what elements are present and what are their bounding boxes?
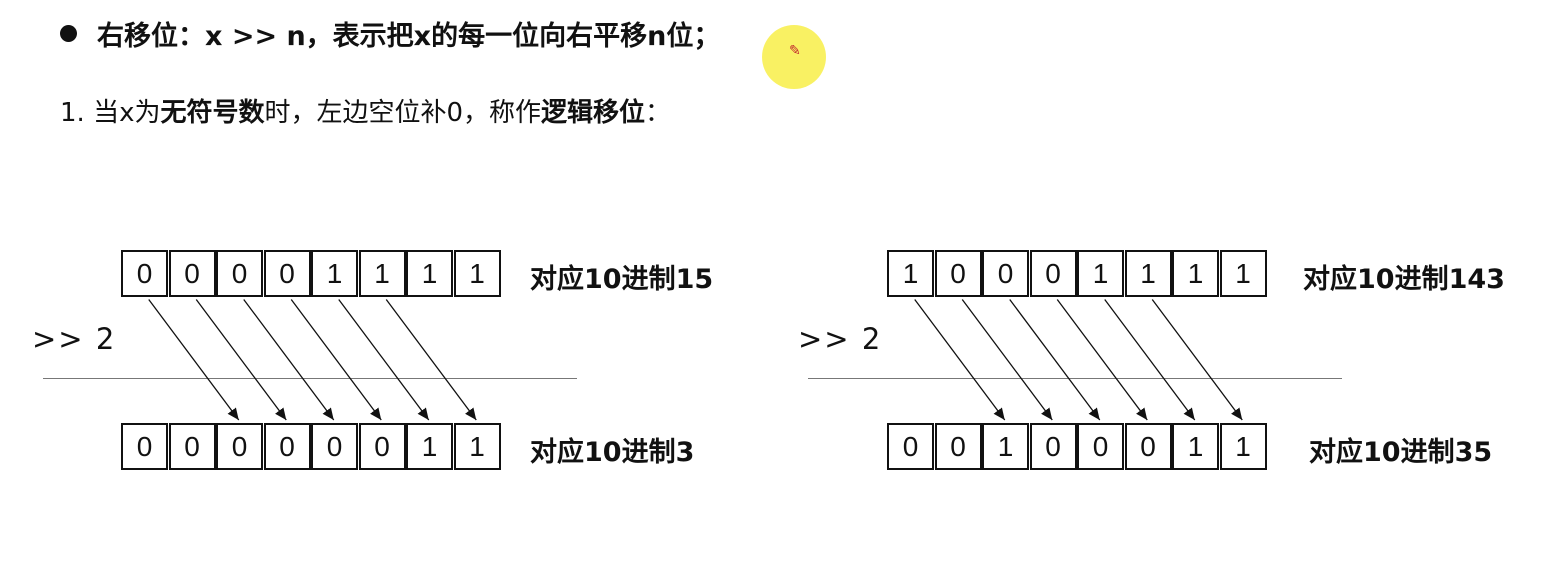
bottom-bit-cell: 0 — [1077, 423, 1124, 470]
bottom-bit-cell: 1 — [1172, 423, 1219, 470]
heading: 右移位：x >> n，表示把x的每一位向右平移n位； — [60, 14, 720, 53]
bottom-bit-cell: 0 — [216, 423, 263, 470]
top-bit-cell: 0 — [1029, 250, 1077, 297]
top-bit-cell: 1 — [406, 250, 453, 297]
top-bit-cell: 1 — [1172, 250, 1219, 297]
item-bold-unsigned: 无符号数 — [160, 98, 265, 128]
shift-arrow — [195, 299, 287, 421]
bottom-decimal-label: 对应10进制35 — [1309, 437, 1493, 468]
shift-arrow — [385, 299, 477, 421]
bottom-bit-cell: 0 — [311, 423, 358, 470]
item-middle: 时，左边空位补0，称作 — [264, 98, 542, 128]
shift-arrow — [1009, 299, 1101, 421]
top-decimal-label: 对应10进制143 — [1303, 264, 1505, 295]
bottom-bit-cell: 1 — [453, 423, 501, 470]
bottom-bit-cell: 0 — [263, 423, 311, 470]
separator-line — [808, 378, 1342, 379]
shift-arrow — [338, 299, 430, 421]
item-bold-logical-shift: 逻辑移位 — [541, 98, 646, 128]
shift-arrow — [1151, 299, 1243, 421]
bottom-bit-cell: 0 — [358, 423, 406, 470]
shift-arrow — [1056, 299, 1148, 421]
shift-arrow — [914, 299, 1006, 421]
bottom-bit-cell: 0 — [121, 423, 168, 470]
top-bit-cell: 0 — [934, 250, 982, 297]
shift-operator-label: >> 2 — [798, 322, 883, 356]
bottom-bit-cell: 0 — [887, 423, 934, 470]
bottom-bit-cell: 0 — [934, 423, 982, 470]
item-suffix: ： — [645, 98, 672, 128]
top-bit-cell: 1 — [1124, 250, 1172, 297]
bottom-bit-cell: 1 — [982, 423, 1029, 470]
shift-arrow — [148, 299, 240, 421]
top-bit-cell: 0 — [982, 250, 1029, 297]
top-bit-cell: 1 — [887, 250, 934, 297]
top-bit-cell: 1 — [1077, 250, 1124, 297]
bottom-bit-cell: 0 — [1124, 423, 1172, 470]
list-item-1: 1. 当x为无符号数时，左边空位补0，称作逻辑移位： — [60, 92, 671, 129]
heading-text: 右移位：x >> n，表示把x的每一位向右平移n位； — [97, 21, 721, 52]
top-bit-cell: 0 — [263, 250, 311, 297]
top-bit-cell: 1 — [1219, 250, 1267, 297]
top-bit-cell: 1 — [453, 250, 501, 297]
bottom-bit-cell: 1 — [406, 423, 453, 470]
bottom-bit-cell: 0 — [168, 423, 216, 470]
item-number: 1. — [60, 98, 94, 128]
top-bit-cell: 0 — [121, 250, 168, 297]
bottom-bit-cell: 0 — [1029, 423, 1077, 470]
separator-line — [43, 378, 577, 379]
pen-cursor-icon: ✎ — [789, 43, 801, 59]
bullet-icon — [60, 25, 77, 42]
shift-arrow — [1104, 299, 1196, 421]
item-prefix: 当x为 — [93, 98, 161, 128]
bottom-decimal-label: 对应10进制3 — [530, 437, 695, 468]
shift-arrow — [243, 299, 335, 421]
cursor-highlight — [762, 25, 826, 89]
top-bit-cell: 0 — [216, 250, 263, 297]
top-decimal-label: 对应10进制15 — [530, 264, 714, 295]
bottom-bit-cell: 1 — [1219, 423, 1267, 470]
top-bit-cell: 0 — [168, 250, 216, 297]
shift-operator-label: >> 2 — [32, 322, 117, 356]
shift-arrow — [290, 299, 382, 421]
shift-arrow — [961, 299, 1053, 421]
top-bit-cell: 1 — [311, 250, 358, 297]
top-bit-cell: 1 — [358, 250, 406, 297]
